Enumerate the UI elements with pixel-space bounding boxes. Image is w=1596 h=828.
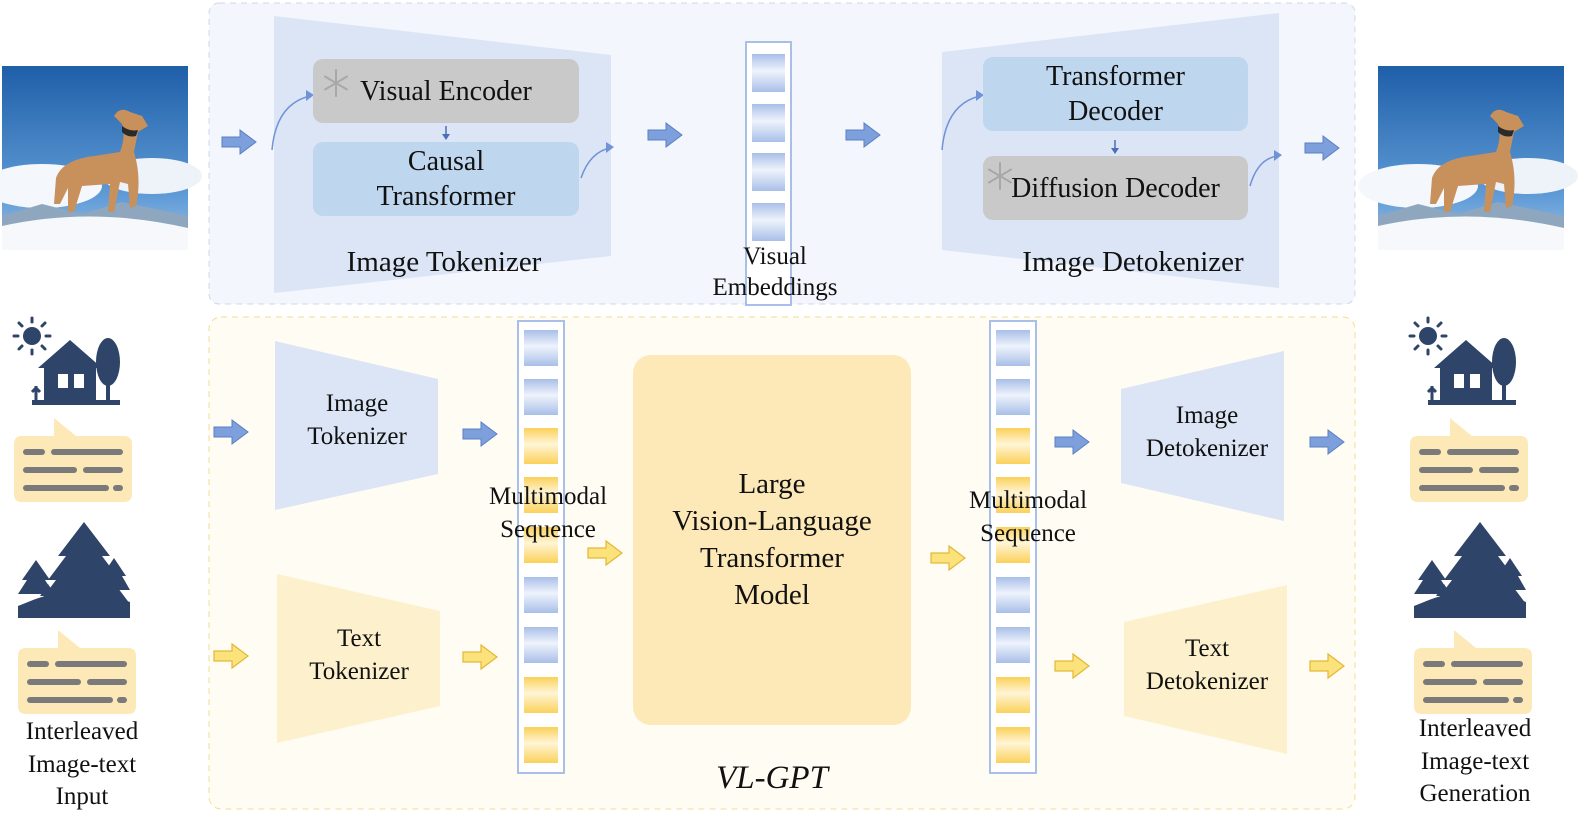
visual-token bbox=[752, 203, 785, 241]
model-label-1: Large bbox=[738, 468, 806, 500]
causal-transformer-label-2: Transformer bbox=[376, 181, 516, 212]
multimodal-sequence-right-label: Multimodal Sequence bbox=[948, 485, 1108, 550]
sequence-token bbox=[524, 428, 558, 464]
transformer-decoder-label-2: Decoder bbox=[1068, 96, 1163, 127]
sequence-token bbox=[996, 677, 1030, 713]
diffusion-decoder-label: Diffusion Decoder bbox=[1011, 172, 1220, 204]
left-caption-1: Interleaved bbox=[25, 718, 139, 745]
sequence-token bbox=[524, 379, 558, 415]
visual-encoder-box: Visual Encoder bbox=[313, 59, 579, 123]
vl-gpt-title: VL-GPT bbox=[716, 760, 828, 796]
image-detokenizer-small-shape bbox=[1121, 351, 1284, 521]
snowflake-icon bbox=[988, 162, 1012, 190]
text-detokenizer-label-2: Detokenizer bbox=[1145, 667, 1269, 695]
dog-photo-input bbox=[0, 66, 202, 250]
multimodal-sequence-left-tokens bbox=[524, 330, 558, 763]
dog-photo-output bbox=[1358, 66, 1578, 250]
left-caption-3: Input bbox=[55, 783, 109, 810]
sequence-token bbox=[996, 330, 1030, 366]
image-tokenizer-label-1: Image bbox=[325, 390, 389, 417]
snowflake-icon bbox=[324, 69, 348, 97]
image-tokenizer-label-2: Tokenizer bbox=[307, 422, 407, 450]
sequence-token bbox=[524, 330, 558, 366]
sequence-token bbox=[524, 577, 558, 613]
image-detokenizer-label-1: Image bbox=[1175, 402, 1239, 429]
left-caption-2: Image-text bbox=[27, 750, 137, 778]
chat-bubble-icon bbox=[14, 418, 132, 502]
sequence-token bbox=[524, 727, 558, 763]
trees-icon bbox=[1414, 522, 1526, 618]
model-box bbox=[633, 355, 911, 725]
text-tokenizer-shape bbox=[277, 574, 440, 743]
model-label-4: Model bbox=[734, 579, 810, 612]
house-icon bbox=[12, 316, 122, 407]
multimodal-sequence-right-tokens bbox=[996, 330, 1030, 763]
house-icon bbox=[1408, 316, 1518, 407]
right-caption-1: Interleaved bbox=[1418, 715, 1532, 742]
text-tokenizer-label-2: Tokenizer bbox=[309, 657, 409, 685]
causal-transformer-box: Causal Transformer bbox=[313, 142, 579, 216]
multimodal-sequence-left-label-1: Multimodal bbox=[488, 483, 608, 510]
sequence-token bbox=[996, 477, 1030, 513]
image-tokenizer-title: Image Tokenizer bbox=[346, 246, 542, 278]
sequence-token bbox=[524, 477, 558, 513]
text-tokenizer-label-1: Text bbox=[336, 625, 382, 652]
image-detokenizer-title: Image Detokenizer bbox=[1022, 246, 1244, 278]
visual-token bbox=[752, 104, 785, 142]
image-tokenizer-small-shape bbox=[275, 341, 438, 510]
sequence-token bbox=[996, 577, 1030, 613]
sequence-token bbox=[524, 527, 558, 563]
model-label: Large Vision-Language Transformer Model bbox=[633, 466, 911, 614]
transformer-decoder-box: Transformer Decoder bbox=[983, 57, 1248, 131]
visual-embeddings-label: Visual Embeddings bbox=[690, 242, 860, 303]
right-caption-3: Generation bbox=[1419, 780, 1531, 807]
sequence-token bbox=[996, 379, 1030, 415]
image-detokenizer-label: Image Detokenizer bbox=[1132, 400, 1282, 465]
multimodal-sequence-left-label-2: Sequence bbox=[500, 515, 596, 543]
sequence-token bbox=[996, 727, 1030, 763]
visual-token bbox=[752, 153, 785, 191]
model-label-2: Vision-Language bbox=[672, 505, 872, 538]
causal-transformer-label-1: Causal bbox=[407, 146, 485, 177]
multimodal-sequence-left-label: Multimodal Sequence bbox=[468, 481, 628, 546]
chat-bubble-icon bbox=[18, 630, 136, 714]
text-tokenizer-label: Text Tokenizer bbox=[289, 623, 429, 688]
left-caption: Interleaved Image-text Input bbox=[0, 716, 164, 814]
image-detokenizer-label-2: Detokenizer bbox=[1145, 434, 1269, 462]
visual-token bbox=[752, 54, 785, 92]
diffusion-decoder-box: Diffusion Decoder bbox=[983, 156, 1248, 220]
text-detokenizer-shape bbox=[1124, 585, 1287, 754]
visual-encoder-label: Visual Encoder bbox=[360, 75, 532, 107]
image-tokenizer-label: Image Tokenizer bbox=[287, 388, 427, 453]
sequence-token bbox=[524, 627, 558, 663]
sequence-token bbox=[996, 627, 1030, 663]
visual-embeddings-label-2: Embeddings bbox=[712, 273, 838, 301]
multimodal-sequence-right-label-1: Multimodal bbox=[968, 487, 1088, 514]
chat-bubble-icon bbox=[1414, 630, 1532, 714]
sequence-token bbox=[524, 677, 558, 713]
sequence-token bbox=[996, 428, 1030, 464]
multimodal-sequence-right-label-2: Sequence bbox=[980, 519, 1076, 547]
trees-icon bbox=[18, 522, 130, 618]
text-detokenizer-label-1: Text bbox=[1184, 635, 1230, 662]
right-caption-2: Image-text bbox=[1420, 747, 1530, 775]
sequence-token bbox=[996, 527, 1030, 563]
model-label-3: Transformer bbox=[700, 542, 844, 575]
transformer-decoder-label-1: Transformer bbox=[1046, 61, 1185, 92]
visual-embeddings-label-1: Visual bbox=[743, 243, 807, 270]
right-caption: Interleaved Image-text Generation bbox=[1395, 713, 1555, 811]
text-detokenizer-label: Text Detokenizer bbox=[1132, 633, 1282, 698]
chat-bubble-icon bbox=[1410, 418, 1528, 502]
